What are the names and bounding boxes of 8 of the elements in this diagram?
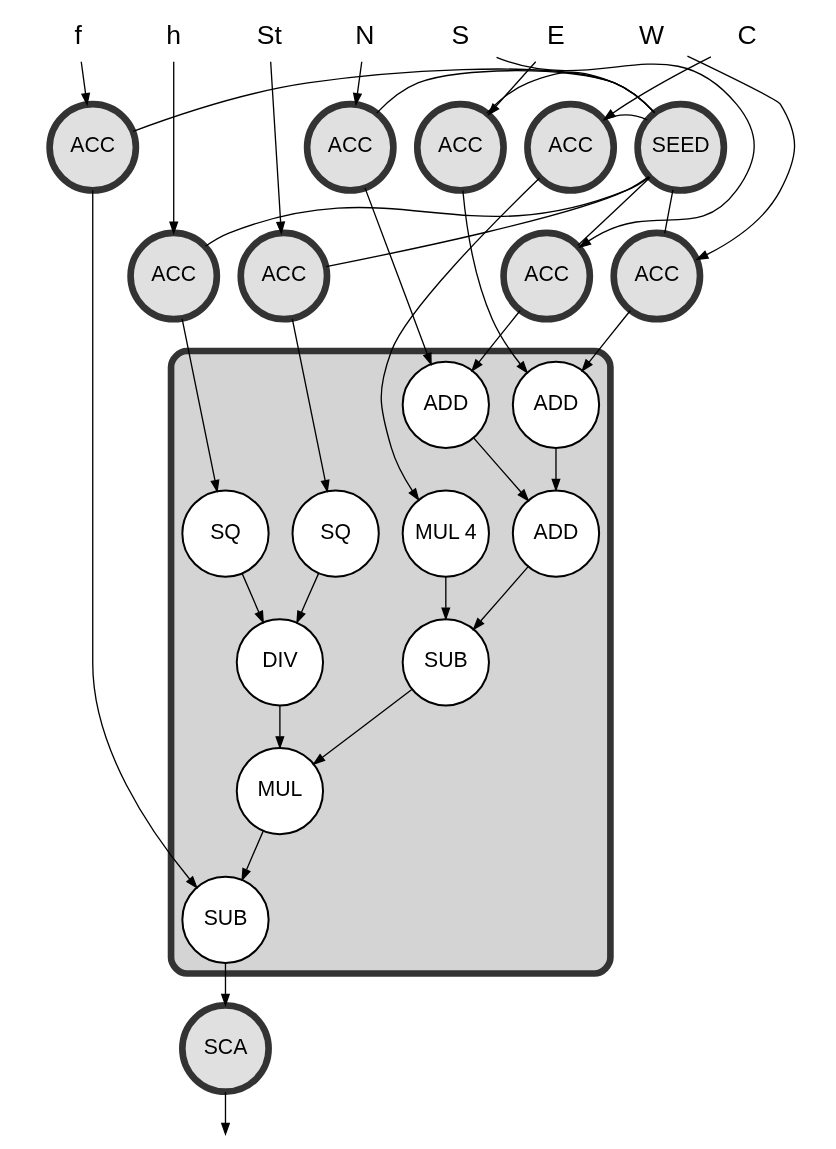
node-text: f — [73, 20, 82, 51]
node-text: E — [546, 20, 565, 51]
node-text: St — [256, 20, 282, 51]
node-text: W — [638, 20, 664, 51]
node-text: N — [354, 20, 374, 51]
node-text: C — [737, 20, 757, 51]
node-text: h — [165, 20, 181, 51]
node-text: S — [451, 20, 469, 51]
